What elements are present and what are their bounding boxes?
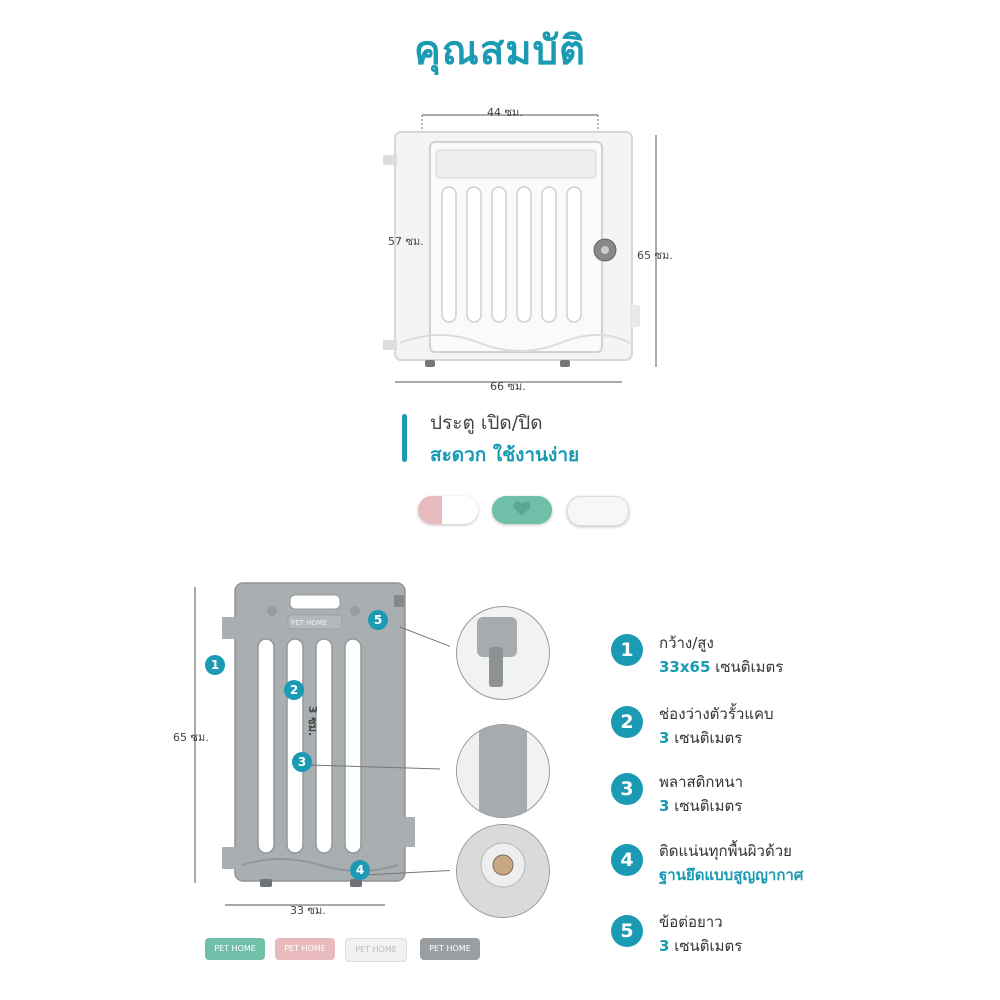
feature-number-4: 4	[611, 844, 643, 876]
feature-2-value: 3 เซนติเมตร	[659, 729, 743, 747]
panel-brand-text: PET HOME	[291, 619, 328, 627]
gate-dim-left: 57 ซม.	[388, 235, 424, 248]
feature-3-label: พลาสติกหนา	[659, 773, 744, 791]
feature-1-label: กว้าง/สูง	[659, 634, 714, 652]
feature-number-3: 3	[611, 773, 643, 805]
swatch-pink[interactable]	[418, 496, 478, 524]
subtitle-line2: สะดวก ใช้งานง่าย	[430, 444, 580, 466]
marker-4: 4	[350, 860, 370, 880]
feature-number-5: 5	[611, 915, 643, 947]
zoom-connector	[456, 606, 550, 700]
marker-2: 2	[284, 680, 304, 700]
feature-2-label: ช่องว่างตัวรั้วแคบ	[659, 705, 774, 723]
marker-3: 3	[292, 752, 312, 772]
marker-5: 5	[368, 610, 388, 630]
heart-icon	[513, 501, 531, 516]
feature-number-1: 1	[611, 634, 643, 666]
feature-1-value: 33x65 เซนติเมตร	[659, 658, 784, 676]
gate-dim-bottom: 66 ซม.	[490, 380, 526, 393]
swatch-mint[interactable]	[492, 496, 552, 524]
gate-dim-right: 65 ซม.	[637, 249, 673, 262]
panel-swatch-mint[interactable]: PET HOME	[205, 938, 265, 960]
panel-swatch-grey[interactable]: PET HOME	[420, 938, 480, 960]
page-title: คุณสมบัติ	[413, 28, 586, 74]
zoom-suction-base	[456, 824, 550, 918]
panel-dim-height: 65 ซม.	[173, 731, 209, 744]
feature-4-value: ฐานยึดแบบสูญญากาศ	[659, 866, 804, 884]
panel-swatch-white[interactable]: PET HOME	[345, 938, 407, 962]
subtitle-line1: ประตู เปิด/ปิด	[430, 412, 543, 434]
subtitle-accent-bar	[402, 414, 407, 462]
panel-swatch-pink[interactable]: PET HOME	[275, 938, 335, 960]
gate-illustration	[383, 114, 657, 383]
panel-illustration	[194, 582, 450, 906]
panel-gap-label: 3 ซม.	[306, 705, 320, 737]
marker-1: 1	[205, 655, 225, 675]
zoom-plastic	[456, 724, 550, 818]
feature-5-label: ข้อต่อยาว	[659, 913, 723, 931]
gate-dim-top: 44 ซม.	[487, 106, 523, 119]
feature-number-2: 2	[611, 706, 643, 738]
feature-3-value: 3 เซนติเมตร	[659, 797, 743, 815]
feature-5-value: 3 เซนติเมตร	[659, 937, 743, 955]
swatch-white[interactable]	[567, 496, 629, 526]
feature-4-label: ติดแน่นทุกพื้นผิวด้วย	[659, 842, 792, 860]
panel-dim-width: 33 ซม.	[290, 904, 326, 917]
